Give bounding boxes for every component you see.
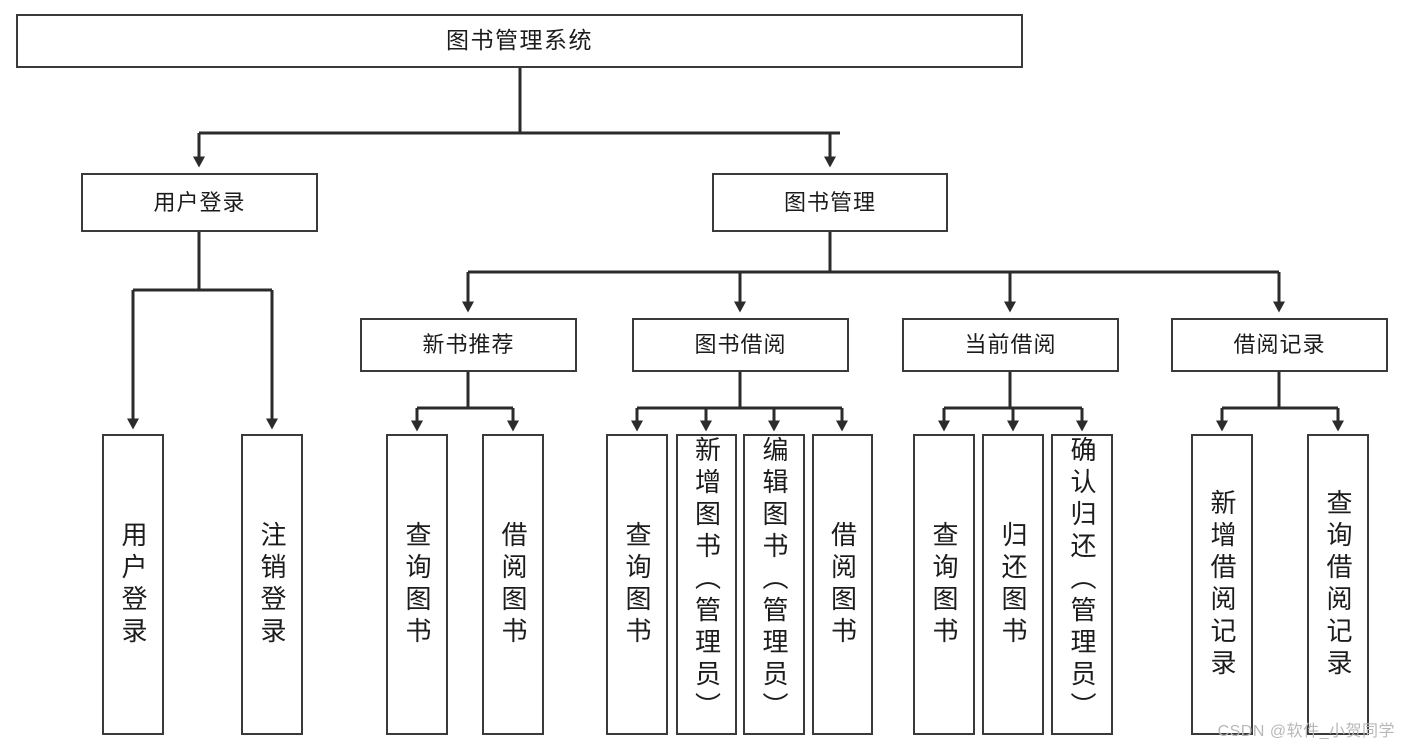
leaf-query-borrow-record[interactable]: 查询借阅记录 [1307,434,1369,735]
node-label: 借阅记录 [1233,332,1326,358]
node-current-borrow[interactable]: 当前借阅 [902,318,1119,372]
leaf-query-book-recommend[interactable]: 查询图书 [386,434,448,735]
leaf-query-book-borrow[interactable]: 查询图书 [606,434,668,735]
node-label: 新书推荐 [422,332,515,358]
leaf-query-book-current[interactable]: 查询图书 [913,434,975,735]
node-label: 新增借阅记录 [1207,488,1237,681]
node-label: 查询图书 [402,520,432,649]
node-label: 查询图书 [622,520,652,649]
node-book-borrow[interactable]: 图书借阅 [632,318,849,372]
node-label: 查询图书 [929,520,959,649]
node-label: 新增图书（管理员） [691,436,722,724]
node-label: 借阅图书 [498,520,528,649]
node-borrow-record[interactable]: 借阅记录 [1171,318,1388,372]
node-label: 借阅图书 [827,520,858,649]
node-label: 图书管理系统 [446,27,593,54]
leaf-user-login[interactable]: 用户登录 [102,434,164,735]
leaf-borrow-book[interactable]: 借阅图书 [812,434,873,735]
node-label: 用户登录 [118,520,148,649]
node-root-book-management-system[interactable]: 图书管理系统 [16,14,1023,68]
node-label: 编辑图书（管理员） [759,436,789,724]
node-label: 当前借阅 [964,332,1057,358]
node-label: 图书管理 [783,189,876,215]
node-label: 图书借阅 [694,332,787,358]
node-user-login[interactable]: 用户登录 [81,173,318,232]
leaf-borrow-book-recommend[interactable]: 借阅图书 [482,434,544,735]
leaf-add-borrow-record[interactable]: 新增借阅记录 [1191,434,1253,735]
leaf-confirm-return-admin[interactable]: 确认归还（管理员） [1051,434,1113,735]
node-label: 注销登录 [257,520,287,649]
node-label: 用户登录 [153,189,246,215]
node-label: 确认归还（管理员） [1067,436,1097,724]
node-label: 查询借阅记录 [1323,488,1353,681]
leaf-add-book-admin[interactable]: 新增图书（管理员） [676,434,737,735]
node-label: 归还图书 [998,520,1028,649]
node-book-management[interactable]: 图书管理 [712,173,948,232]
leaf-edit-book-admin[interactable]: 编辑图书（管理员） [743,434,805,735]
leaf-user-logout[interactable]: 注销登录 [241,434,303,735]
csdn-watermark: CSDN @软件_小贺同学 [1217,723,1395,740]
node-new-book-recommend[interactable]: 新书推荐 [360,318,577,372]
leaf-return-book[interactable]: 归还图书 [982,434,1044,735]
